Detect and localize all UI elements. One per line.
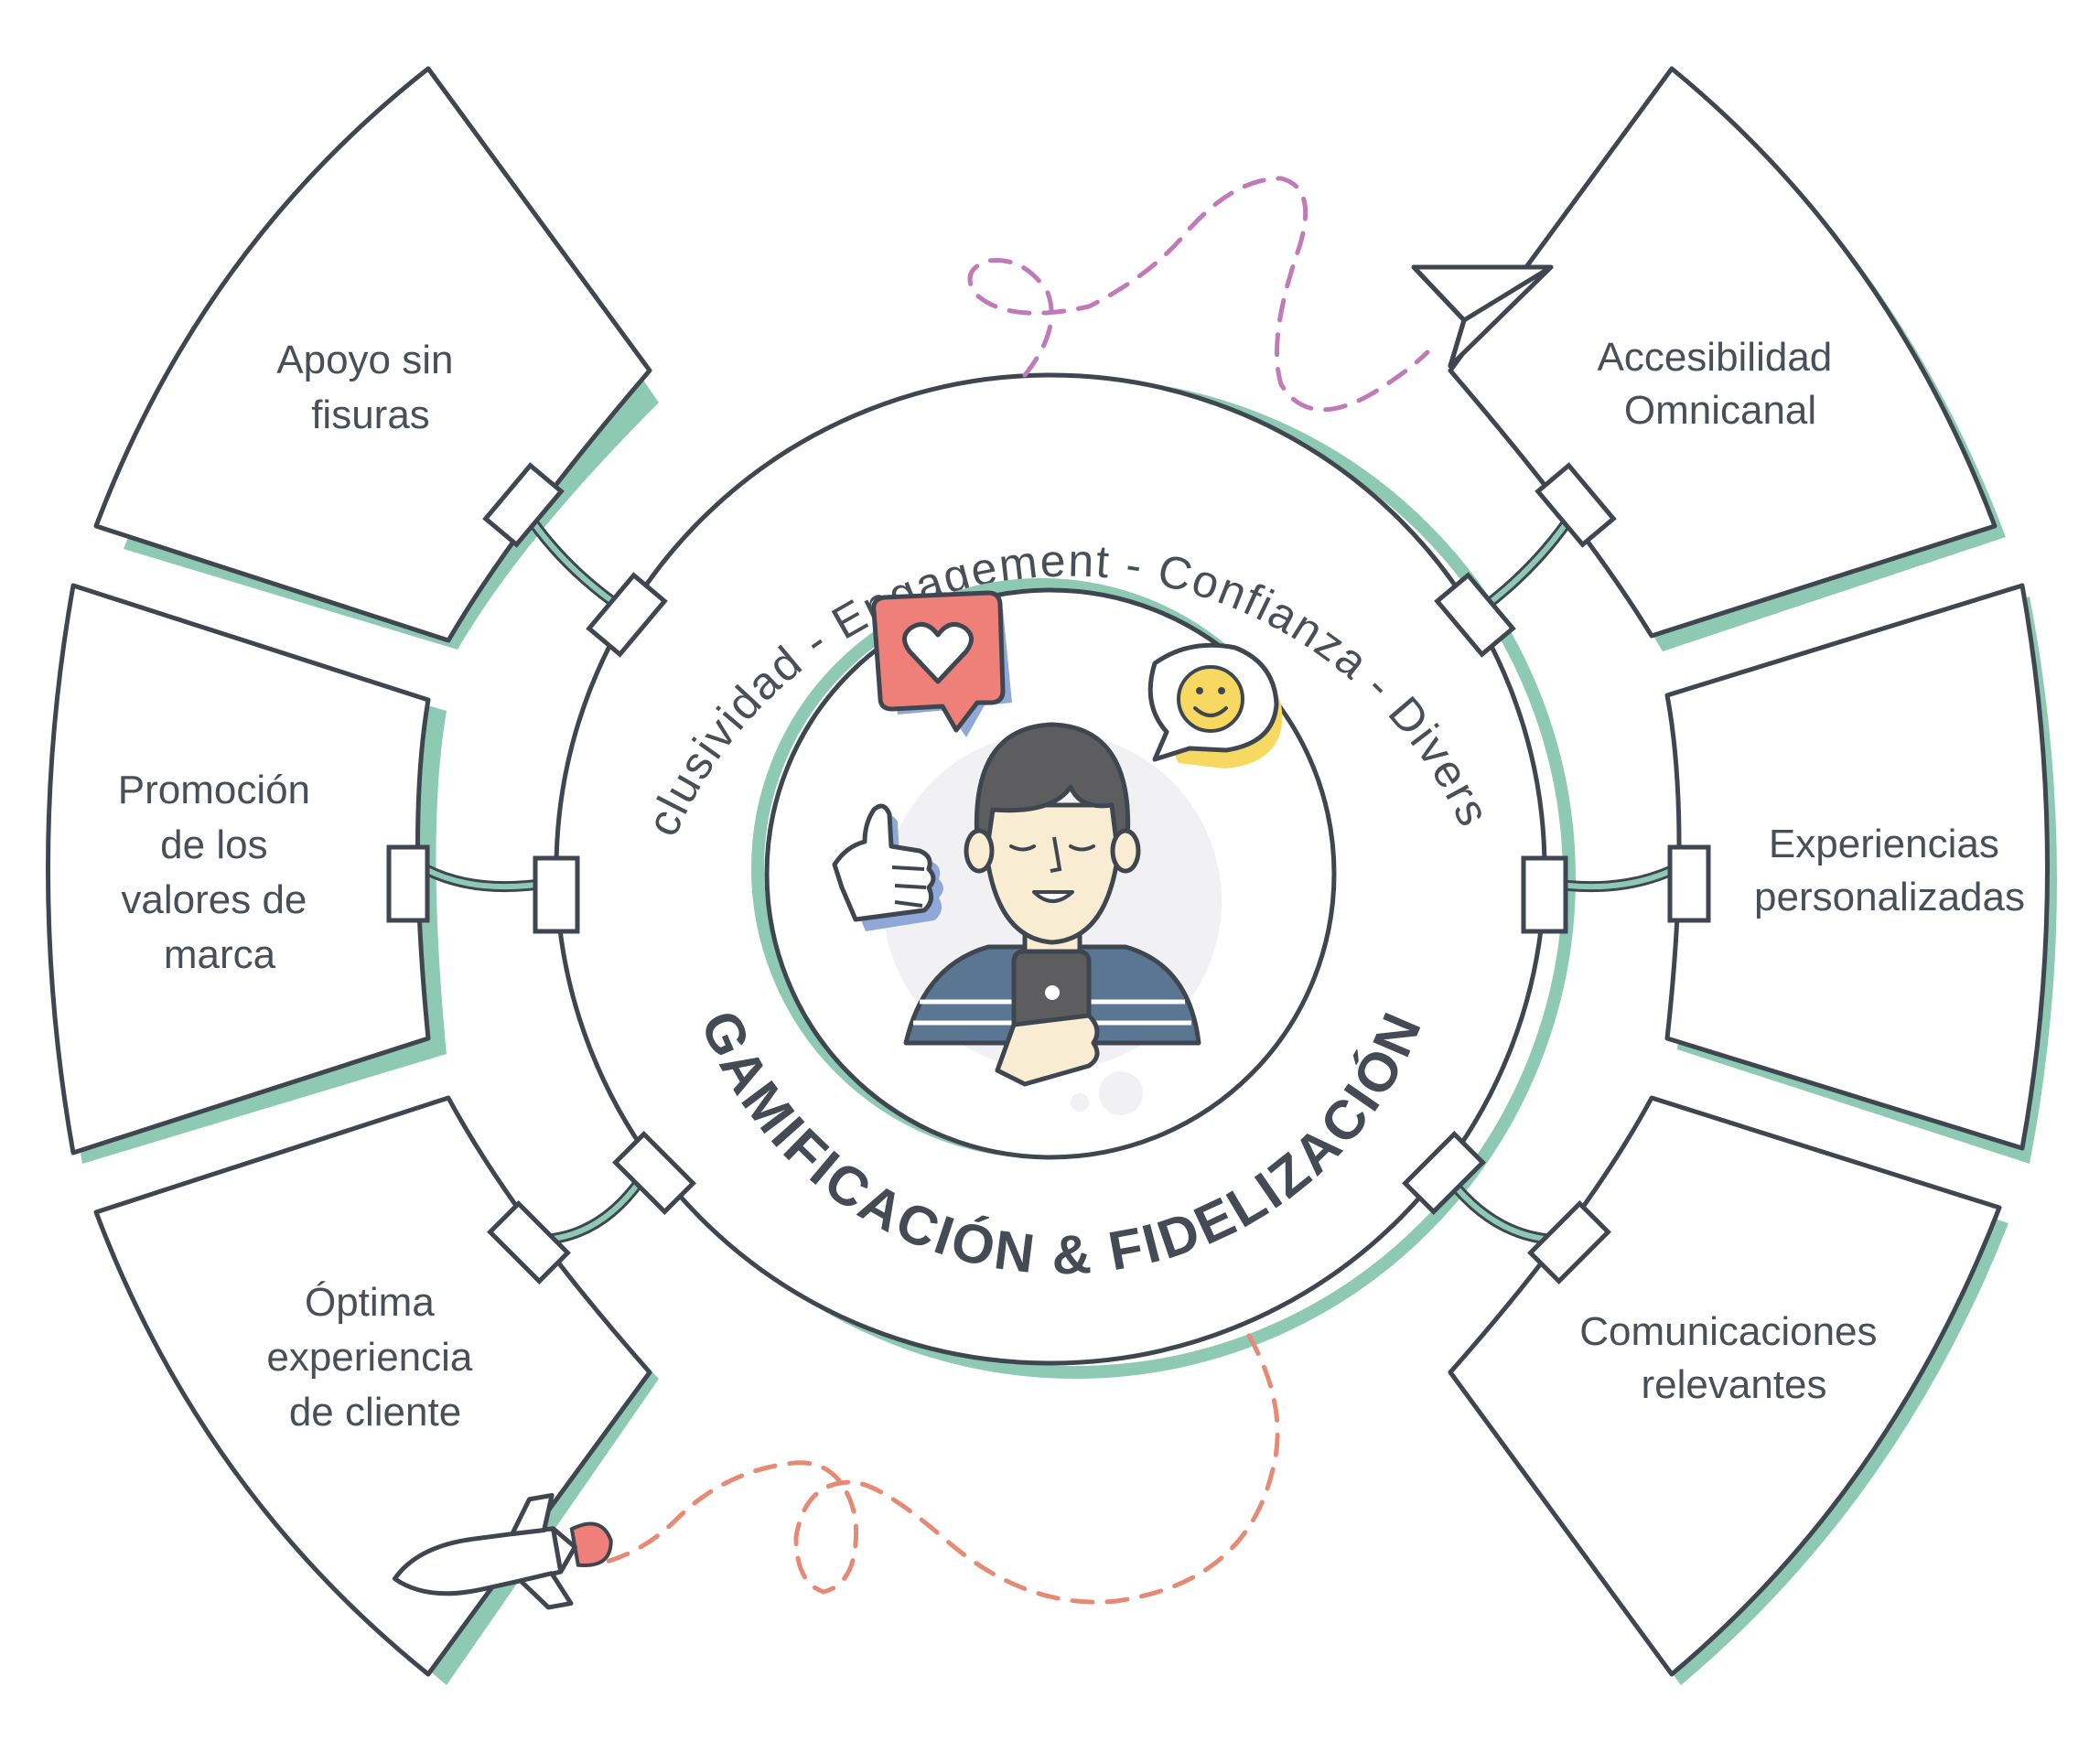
segment-right-middle bbox=[1664, 583, 2057, 1164]
pink-dashed-trail bbox=[967, 176, 1430, 413]
segment-left-middle bbox=[46, 583, 447, 1164]
segment-right-bottom-label: Comunicaciones relevantes bbox=[1579, 1309, 1889, 1407]
segment-left-middle-label: Promoción de los valores de marca bbox=[118, 768, 322, 977]
segment-left-middle-line: Promoción bbox=[118, 768, 310, 812]
segment-left-top-label: Apoyo sin fisuras bbox=[276, 338, 464, 437]
connectors bbox=[386, 462, 1711, 1284]
segment-right-bottom-line: relevantes bbox=[1641, 1362, 1826, 1407]
heart-bubble-icon bbox=[871, 590, 1012, 737]
connector-right-middle bbox=[1521, 844, 1711, 934]
segment-left-middle-line: de los bbox=[160, 822, 267, 867]
segment-right-top-line: Accesibilidad bbox=[1597, 335, 1832, 380]
segment-right-bottom-line: Comunicaciones bbox=[1579, 1309, 1877, 1354]
rocket-icon bbox=[392, 1492, 613, 1610]
segment-left-bottom-line: experiencia bbox=[266, 1335, 473, 1380]
connector-left-top bbox=[482, 462, 668, 658]
segment-left-bottom-line: de cliente bbox=[289, 1390, 461, 1435]
segment-left-middle-line: valores de bbox=[121, 877, 307, 922]
segment-left-bottom-label: Óptima experiencia de cliente bbox=[266, 1280, 483, 1435]
segment-right-top-line: Omnicanal bbox=[1624, 388, 1816, 433]
segment-right-middle-line: personalizadas bbox=[1754, 875, 2025, 919]
orange-dashed-trail bbox=[592, 1333, 1280, 1605]
segment-right-middle-label: Experiencias personalizadas bbox=[1754, 822, 2025, 919]
connector-left-middle bbox=[386, 844, 580, 934]
connector-left-bottom bbox=[487, 1131, 696, 1284]
segment-right-middle-line: Experiencias bbox=[1769, 822, 1999, 866]
paper-plane-icon bbox=[1411, 264, 1554, 369]
segment-right-top-label: Accesibilidad Omnicanal bbox=[1597, 335, 1843, 433]
smiley-bubble-icon bbox=[1147, 642, 1283, 769]
connector-right-bottom bbox=[1402, 1131, 1611, 1284]
segment-left-top-line: fisuras bbox=[311, 392, 430, 437]
thumbs-up-icon bbox=[832, 803, 943, 931]
segment-left-top-line: Apoyo sin bbox=[276, 338, 453, 382]
segment-left-bottom-line: Óptima bbox=[305, 1280, 435, 1325]
connector-right-top bbox=[1434, 462, 1617, 658]
segment-left-middle-line: marca bbox=[164, 932, 276, 977]
person-with-phone-icon bbox=[903, 722, 1201, 1087]
